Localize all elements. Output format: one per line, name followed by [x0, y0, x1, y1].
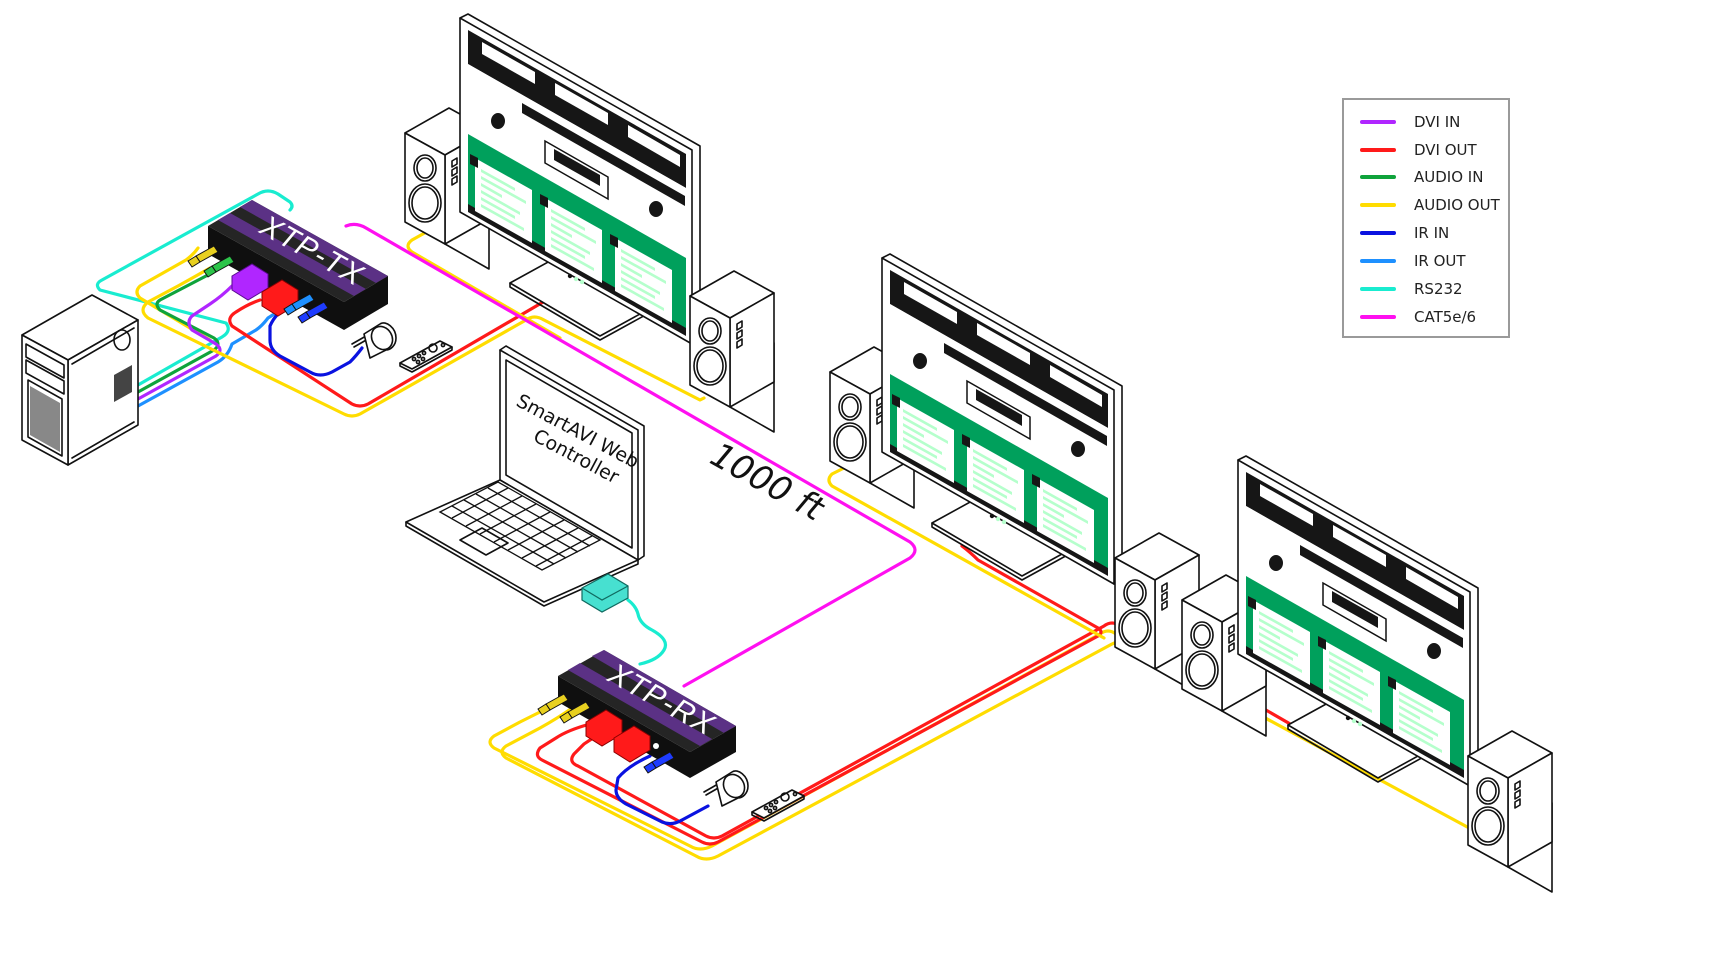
speaker-rx2-right — [1467, 730, 1553, 893]
audio-out-cable-speaker — [406, 228, 562, 340]
legend-swatch — [1360, 315, 1396, 319]
ir-receiver-rx — [703, 769, 750, 807]
ir-in-cable-rx — [614, 754, 710, 826]
distance-label: 1000 ft — [704, 435, 832, 530]
rs232-cable-laptop — [626, 598, 668, 666]
ir-in-cable-tx — [268, 304, 364, 377]
legend-swatch — [1360, 203, 1396, 207]
legend-item-dvi-out: DVI OUT — [1360, 140, 1477, 160]
legend-swatch — [1360, 287, 1396, 291]
legend-swatch — [1360, 120, 1396, 124]
legend-label: DVI OUT — [1414, 141, 1477, 159]
speaker-tx-right — [689, 270, 775, 433]
cable-legend: DVI IN DVI OUT AUDIO IN AUDIO OUT IR IN … — [1342, 98, 1510, 338]
audio-out-cable-pc — [135, 246, 212, 342]
monitor-tx — [460, 14, 700, 344]
legend-label: AUDIO OUT — [1414, 196, 1500, 214]
dvi-in-cable-pc — [136, 284, 234, 401]
dvi-out-cable-tx — [228, 296, 552, 408]
receiver-device: XTP-RX — [537, 650, 736, 778]
legend-item-dvi-in: DVI IN — [1360, 112, 1460, 132]
legend-label: AUDIO IN — [1414, 168, 1484, 186]
audio-out-cable-speaker-rx — [827, 462, 1106, 640]
dvi-out-cable-rx-1 — [535, 544, 1103, 846]
rs232-cable-pc — [95, 189, 294, 387]
legend-label: IR OUT — [1414, 252, 1466, 270]
cat-cable — [344, 222, 917, 688]
legend-item-cat5e-6: CAT5e/6 — [1360, 307, 1476, 327]
transmitter-device: XTP-TX — [187, 200, 388, 330]
remote-rx — [751, 789, 805, 822]
legend-label: IR IN — [1414, 224, 1450, 242]
pc-tower — [21, 294, 139, 466]
legend-item-audio-in: AUDIO IN — [1360, 167, 1483, 187]
legend-label: DVI IN — [1414, 113, 1461, 131]
audio-out-cable-tx — [141, 266, 706, 418]
legend-swatch — [1360, 175, 1396, 179]
legend-item-rs232: RS232 — [1360, 279, 1463, 299]
legend-label: CAT5e/6 — [1414, 308, 1477, 326]
legend-label: RS232 — [1414, 280, 1463, 298]
laptop: SmartAVI Web Controller — [405, 345, 645, 613]
legend-swatch — [1360, 231, 1396, 235]
monitor-rx-2 — [1238, 456, 1478, 786]
audio-out-cable-rx-1 — [488, 629, 1142, 851]
legend-item-ir-in: IR IN — [1360, 223, 1449, 243]
legend-swatch — [1360, 259, 1396, 263]
legend-swatch — [1360, 148, 1396, 152]
audio-in-cable-pc — [136, 262, 220, 394]
ir-out-cable-pc — [136, 302, 292, 408]
legend-item-ir-out: IR OUT — [1360, 251, 1466, 271]
legend-item-audio-out: AUDIO OUT — [1360, 195, 1500, 215]
